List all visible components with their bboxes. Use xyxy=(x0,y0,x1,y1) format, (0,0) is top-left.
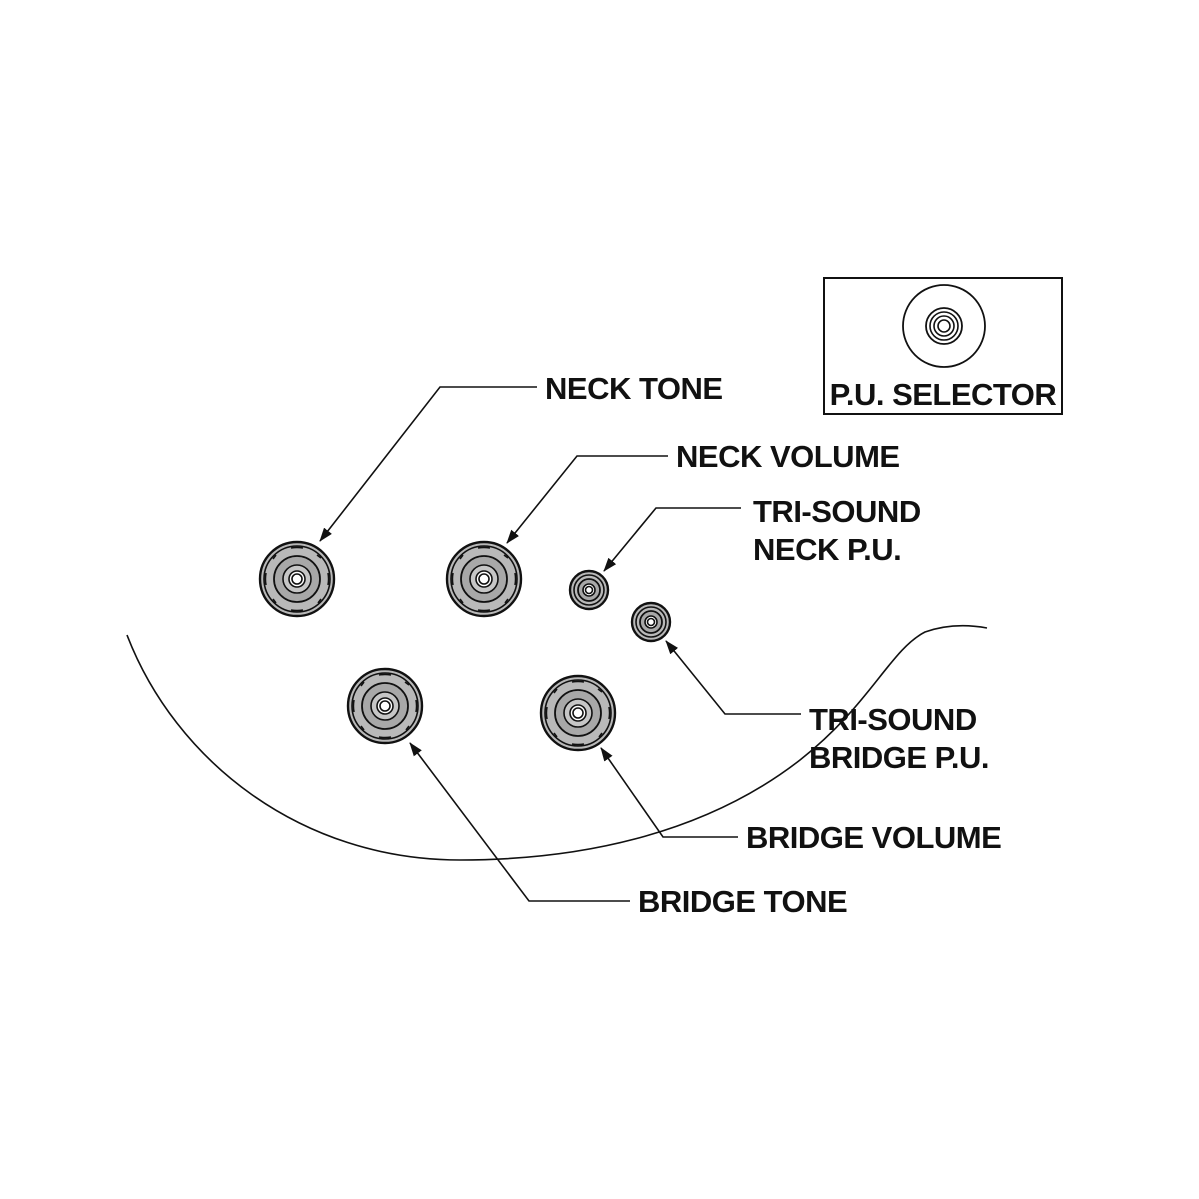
neck-tone-knob-icon xyxy=(258,540,336,618)
tri-sound-neck-switch-icon xyxy=(568,569,610,611)
bridge-tone-knob-icon xyxy=(346,667,424,745)
neck-tone-leader xyxy=(319,386,537,542)
tri-sound-bridge-label-line1: TRI-SOUND xyxy=(809,702,977,737)
bridge-tone-leader xyxy=(409,742,630,902)
body-outline xyxy=(126,624,988,861)
bridge-volume-label: BRIDGE VOLUME xyxy=(746,820,1001,855)
tri-sound-neck-label-line2: NECK P.U. xyxy=(753,532,901,567)
neck-tone-label: NECK TONE xyxy=(545,371,723,406)
pu-selector-label: P.U. SELECTOR xyxy=(830,377,1057,412)
tri-sound-bridge-label-line2: BRIDGE P.U. xyxy=(809,740,989,775)
neck-volume-label: NECK VOLUME xyxy=(676,439,900,474)
neck-volume-leader xyxy=(506,455,668,544)
bridge-volume-knob-icon xyxy=(539,674,617,752)
neck-volume-knob-icon xyxy=(445,540,523,618)
bridge-volume-leader xyxy=(600,747,738,838)
pu-selector-box: P.U. SELECTOR xyxy=(823,277,1063,415)
tri-sound-bridge-leader xyxy=(665,640,801,715)
tri-sound-neck-label-line1: TRI-SOUND xyxy=(753,494,921,529)
pu-selector-switch-icon xyxy=(902,284,986,368)
bridge-tone-label: BRIDGE TONE xyxy=(638,884,847,919)
tri-sound-neck-leader xyxy=(603,507,741,572)
tri-sound-bridge-switch-icon xyxy=(630,601,672,643)
